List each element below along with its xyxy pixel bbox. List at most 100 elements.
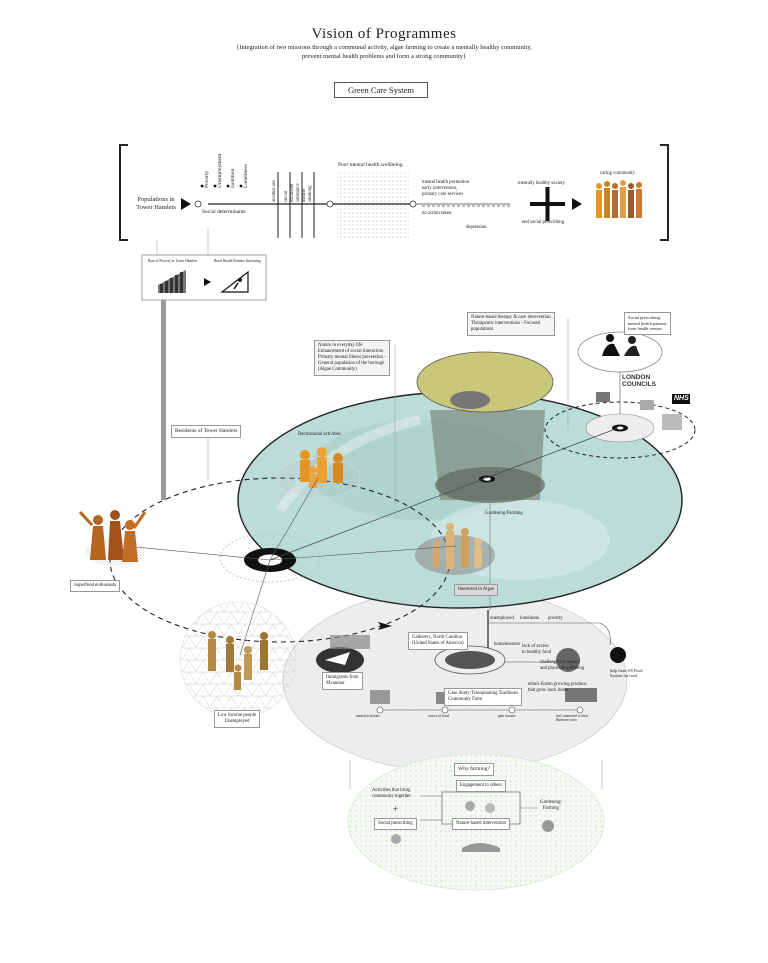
plane-icon [378, 622, 392, 630]
logo-line: LONDON [622, 374, 651, 381]
gardening-figures [433, 523, 482, 569]
nature-therapy-note: Nature-based therapy & care intervention… [467, 312, 555, 336]
no-action-label: no action taken [422, 211, 452, 216]
social-determinants-label: Social determinants [202, 209, 246, 215]
note-line: Therapeutic interventions - Focused [471, 321, 541, 326]
label-line: System for food [610, 673, 637, 678]
subtitle-line-1: {Integration of two missions through a c… [236, 44, 532, 51]
residents-label: Residents of Tower Hamlets [171, 425, 242, 438]
system-label: Green Care System [334, 82, 428, 98]
note-line: Social prescribing- [628, 315, 662, 320]
label-line: lack of access [522, 644, 549, 649]
label-line: (United States of America) [412, 641, 464, 646]
help-from-label: help from US Food System for food [610, 668, 642, 678]
label-line: community together [372, 794, 411, 799]
case-study-map: $ [316, 622, 626, 714]
social-prescribing-note: Social prescribing- mental health patien… [624, 312, 671, 335]
homeless-label: homelessness [494, 642, 521, 647]
determinant-loneliness: Loneliness [243, 164, 249, 188]
note-line: from health centres [628, 326, 662, 331]
plus-sign: + [393, 804, 399, 814]
caring-community-figures [596, 180, 642, 218]
label-line: Gardening/ [540, 800, 562, 805]
bottom-item: feel connected to their Burmese roots [556, 714, 589, 722]
bottom-item: gain income [498, 714, 516, 718]
label-line: ethnic Karen growing produce [528, 682, 587, 687]
immigrants-label: Immigrants from Myanmar [322, 672, 363, 690]
why-farming-title: Why farming? [454, 763, 494, 776]
label-line: Community Farm [448, 697, 483, 702]
label-line: help from US Food [610, 668, 643, 673]
recreational-figures [300, 447, 343, 488]
label-line: Gatherers, North Carolina [412, 635, 462, 640]
promotion-line: early intervention, [422, 186, 458, 191]
loneliness-label: loneliness [520, 616, 540, 621]
gathering-label: Gatherers, North Carolina (United States… [408, 632, 468, 650]
rural-health-label: Rural Health Patients Increasing [214, 259, 261, 263]
caring-community-label: caring community [600, 171, 636, 176]
algae-pond-disc [416, 351, 554, 413]
label-line: Myanmar [326, 681, 345, 686]
label-line: Unemployed [224, 719, 250, 724]
note-line: populations [471, 327, 494, 332]
logo-line: COUNCILS [622, 381, 656, 388]
note-line: (Algae Community) [318, 367, 357, 372]
nhs-label: NHS [674, 395, 689, 402]
determinant-unemployment: Unemployment [217, 153, 223, 188]
poverty-rate-label: Rate of Poverty in Tower Hamlets [148, 259, 198, 263]
label-line: challenged to mental [540, 660, 580, 665]
karen-label: ethnic Karen growing produce that grow b… [528, 682, 586, 694]
recreational-label: Recreational activities [298, 432, 341, 437]
lack-access-label: lack of access to healthy food [522, 644, 551, 656]
note-line: mental health patients [628, 320, 667, 326]
determinant-poverty: Poverty [204, 170, 210, 188]
stats-box [141, 254, 267, 301]
label-line: that grow back home [528, 688, 569, 693]
gardening-label: Gardening/Farming [485, 511, 523, 516]
bottom-item: mental activities [356, 714, 380, 718]
gardening-farming-label: Gardening/ Farming [540, 800, 562, 812]
everyday-life-note: Nature in everyday life Enhancement of s… [314, 340, 390, 376]
depression-label: depression [466, 225, 487, 230]
note-line: Enhancement of social interaction [318, 349, 384, 354]
interested-in-algae-label: Interested in Algae [454, 584, 499, 596]
low-income-disc [179, 601, 297, 719]
low-income-figures [208, 631, 268, 690]
label-line: Low income people [218, 713, 257, 718]
wfp-logo [610, 647, 626, 663]
social-prescribing-box: Social prescribing [374, 818, 417, 830]
superfood-figures [78, 510, 147, 566]
label-line: and physical wellbeing [540, 666, 585, 671]
low-income-label: Low income people Unemployed [214, 710, 261, 728]
unemployed-label: unemployed [490, 616, 514, 621]
why-farming-flow [391, 791, 554, 852]
factor-alcohol: alcohol use [272, 180, 277, 202]
note-line: Nature in everyday life [318, 343, 363, 348]
patient-figures [602, 334, 640, 356]
page-subtitle: {Integration of two missions through a c… [160, 43, 608, 61]
case-study-label: Case Study:Transplanting Traditions Comm… [444, 688, 523, 706]
factor-smoking: smoking [308, 185, 313, 202]
note-line: Primary mental illness prevention - [318, 355, 386, 360]
poor-wellbeing-label: Poor mental health wellbeing [338, 162, 403, 168]
note-line: General population of the borough [318, 361, 385, 366]
determinant-isolation: Isolation [230, 168, 236, 188]
nature-intervention-box: Nature-based intervention [452, 818, 510, 830]
timeline-frame [119, 144, 669, 241]
challenged-label: challenged to mental and physical wellbe… [540, 660, 584, 672]
label-line: Immigrants from [326, 675, 359, 680]
promotion-line: mental health promotion [422, 180, 470, 185]
promotion-line: primary care services [422, 192, 464, 197]
dotted-field [337, 170, 409, 238]
superfood-label: Superfood enthusiasts [70, 580, 121, 592]
engagement-box: Engagement to others [456, 780, 506, 792]
factor-substance: substance misuse [296, 183, 307, 202]
subtitle-line-2: prevent mental health problems and form … [301, 53, 467, 60]
london-councils-logo: LONDON COUNCILS [622, 374, 656, 388]
label-line: Case Study:Transplanting Traditions [448, 691, 519, 696]
connector-pillar [161, 300, 166, 500]
label-line: to healthy food [522, 650, 552, 655]
note-line: Nature-based therapy & care intervention [471, 315, 551, 320]
end-social-prescribing-label: end social prescribing [522, 220, 565, 225]
